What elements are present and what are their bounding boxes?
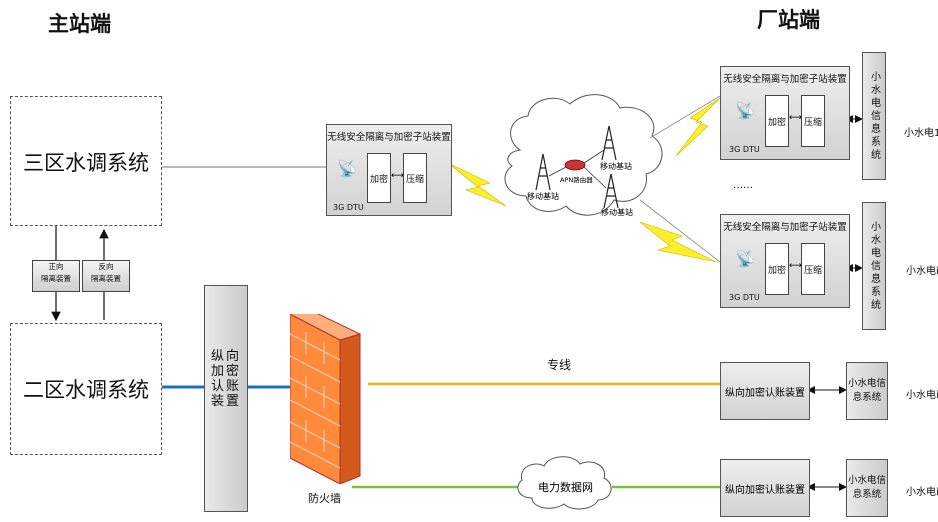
plant-side-heading: 厂站端 <box>757 8 820 32</box>
plant2-wireless-title: 无线安全隔离与加密子站装置 <box>723 222 847 233</box>
plant1-antenna-icon: 📡 <box>735 101 755 120</box>
plant1-encrypt-box: 加密 <box>765 95 789 147</box>
plant1-wireless-title: 无线安全隔离与加密子站装置 <box>723 74 847 85</box>
master-wireless-device: 无线安全隔离与加密子站装置 📡 加密 ⟷ 压缩 3G DTU <box>326 124 452 216</box>
plant2-encrypt-box: 加密 <box>765 243 789 295</box>
tower-icon-1 <box>535 153 551 191</box>
antenna-icon: 📡 <box>337 159 357 178</box>
zone3-system-label: 三区水调系统 <box>23 151 149 175</box>
plant2-info-system: 小水电信息系统 <box>862 202 886 330</box>
plant3-vertical-auth-label: 纵向加密认账装置 <box>725 387 805 399</box>
plant4-info-system: 小水电信息系统 <box>846 459 888 517</box>
plant-vertical-auth-device-1: 纵向加密认账装置 <box>720 362 810 420</box>
apn-router-label: APN路由器 <box>560 176 593 184</box>
master-encrypt-box: 加密 <box>367 153 391 203</box>
firewall-icon <box>290 314 366 484</box>
station-label-4: 小水电i <box>906 487 938 498</box>
plant2-double-arrow-icon: ⟷ <box>789 261 802 271</box>
plant1-info-system-label: 小水电信息系统 <box>868 70 880 162</box>
plant-wireless-device-2: 无线安全隔离与加密子站装置 📡 加密 ⟷ 压缩 3G DTU <box>720 214 850 308</box>
plant1-dtu-label: 3G DTU <box>729 145 760 154</box>
base-station-label-1: 移动基站 <box>527 192 559 201</box>
station-label-3: 小水电i <box>906 390 938 401</box>
plant1-compress-box: 压缩 <box>801 95 825 147</box>
master-dtu-label: 3G DTU <box>333 203 364 212</box>
plant1-double-arrow-icon: ⟷ <box>789 113 802 123</box>
plant4-info-system-label: 小水电信息系统 <box>848 475 887 500</box>
dedicated-line-label: 专线 <box>547 358 572 372</box>
double-arrow-icon: ⟷ <box>391 171 404 181</box>
plant2-dtu-label: 3G DTU <box>729 293 760 302</box>
zone3-system-box: 三区水调系统 <box>10 96 162 226</box>
zone2-system-box: 二区水调系统 <box>10 323 162 455</box>
plant3-info-system: 小水电信息系统 <box>846 362 888 420</box>
forward-isolation-line2: 隔离装置 <box>41 274 71 283</box>
master-vertical-auth-label: 纵向加密认账装置 <box>211 348 242 409</box>
lightning-bolt-top <box>675 97 721 157</box>
firewall-label: 防火墙 <box>308 492 341 505</box>
plant3-info-system-label: 小水电信息系统 <box>848 378 887 403</box>
tower-icon-3 <box>603 173 619 209</box>
tower-icon-2 <box>601 125 617 161</box>
plant2-antenna-icon: 📡 <box>735 249 755 268</box>
reverse-isolation-line2: 隔离装置 <box>91 274 121 283</box>
lightning-bolt-left <box>447 162 507 207</box>
master-compress-box: 压缩 <box>403 153 427 203</box>
plant-vertical-auth-device-2: 纵向加密认账装置 <box>720 459 810 517</box>
plant2-info-system-label: 小水电信息系统 <box>868 220 880 312</box>
plant-ellipsis: …… <box>733 180 753 191</box>
plant-wireless-device-1: 无线安全隔离与加密子站装置 📡 加密 ⟷ 压缩 3G DTU <box>720 66 850 160</box>
plant1-info-system: 小水电信息系统 <box>862 52 886 180</box>
router-icon <box>564 159 586 171</box>
forward-isolation-line1: 正向 <box>48 262 64 271</box>
zone2-system-label: 二区水调系统 <box>23 378 149 402</box>
base-station-label-2: 移动基站 <box>600 162 632 171</box>
cloud-3g <box>504 94 663 216</box>
reverse-isolation-line1: 反向 <box>98 262 114 271</box>
plant4-vertical-auth-label: 纵向加密认账装置 <box>725 484 805 496</box>
power-net-label: 电力数据网 <box>538 481 593 494</box>
reverse-isolation-device: 反向 隔离装置 <box>82 260 130 292</box>
station-label-1: 小水电1 <box>904 128 938 139</box>
master-side-heading: 主站端 <box>48 12 111 36</box>
master-wireless-title: 无线安全隔离与加密子站装置 <box>327 132 451 143</box>
cloud-power-net <box>517 456 612 510</box>
base-station-label-3: 移动基站 <box>601 208 633 217</box>
forward-isolation-device: 正向 隔离装置 <box>32 260 80 292</box>
station-label-2: 小水电i <box>906 266 938 277</box>
master-vertical-auth-device: 纵向加密认账装置 <box>204 285 248 512</box>
plant2-compress-box: 压缩 <box>801 243 825 295</box>
lightning-bolt-bottom <box>639 221 717 263</box>
